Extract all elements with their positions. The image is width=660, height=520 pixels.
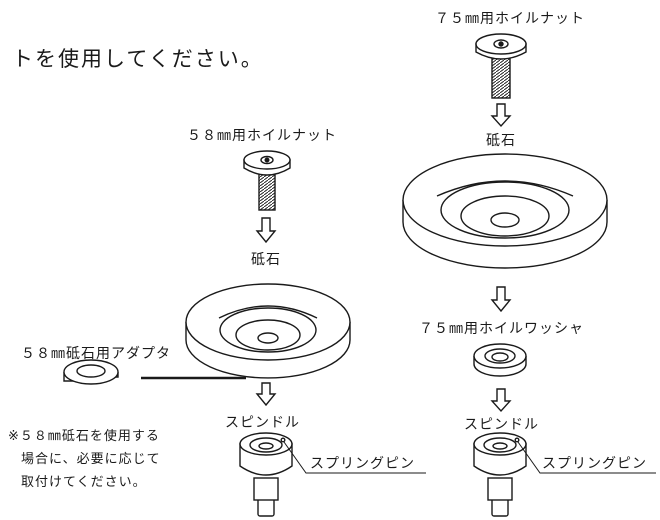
wheel-nut-58 (243, 150, 291, 211)
note-line-3: 取付けてください。 (21, 475, 147, 490)
grinding-wheel-58 (185, 283, 351, 379)
label-adapter-58: ５８㎜砥石用アダプタ (21, 346, 171, 362)
spindle-left (239, 432, 293, 517)
label-spring-pin-right: スプリングピン (542, 456, 647, 472)
arrow-down-icon (490, 286, 512, 313)
label-spindle-right: スピンドル (464, 417, 539, 433)
label-spindle-left: スピンドル (225, 415, 300, 431)
label-wheel-nut-58: ５８㎜用ホイルナット (187, 128, 337, 144)
label-wheel-washer-75: ７５㎜用ホイルワッシャ (419, 321, 584, 337)
label-spring-pin-left: スプリングピン (310, 456, 415, 472)
wheel-washer-75 (473, 343, 527, 377)
note-line-2: 場合に、必要に応じて (21, 452, 161, 467)
instruction-text: トを使用してください。 (12, 47, 264, 71)
arrow-down-icon (490, 103, 512, 128)
spindle-right (473, 432, 527, 517)
note-line-1: ※５８㎜砥石を使用する (8, 429, 160, 444)
grinding-wheel-75 (402, 153, 608, 269)
arrow-down-icon (255, 382, 277, 407)
spring-pin-leader-left (283, 441, 426, 474)
label-wheel-nut-75: ７５㎜用ホイルナット (435, 11, 585, 27)
label-grinding-wheel-right: 砥石 (486, 133, 516, 149)
spring-pin-leader-right (517, 441, 656, 474)
label-grinding-wheel-left: 砥石 (251, 252, 281, 268)
wheel-nut-75 (475, 33, 527, 99)
arrow-down-icon (255, 217, 277, 244)
adapter-58 (63, 359, 119, 385)
arrow-down-icon (490, 388, 512, 413)
